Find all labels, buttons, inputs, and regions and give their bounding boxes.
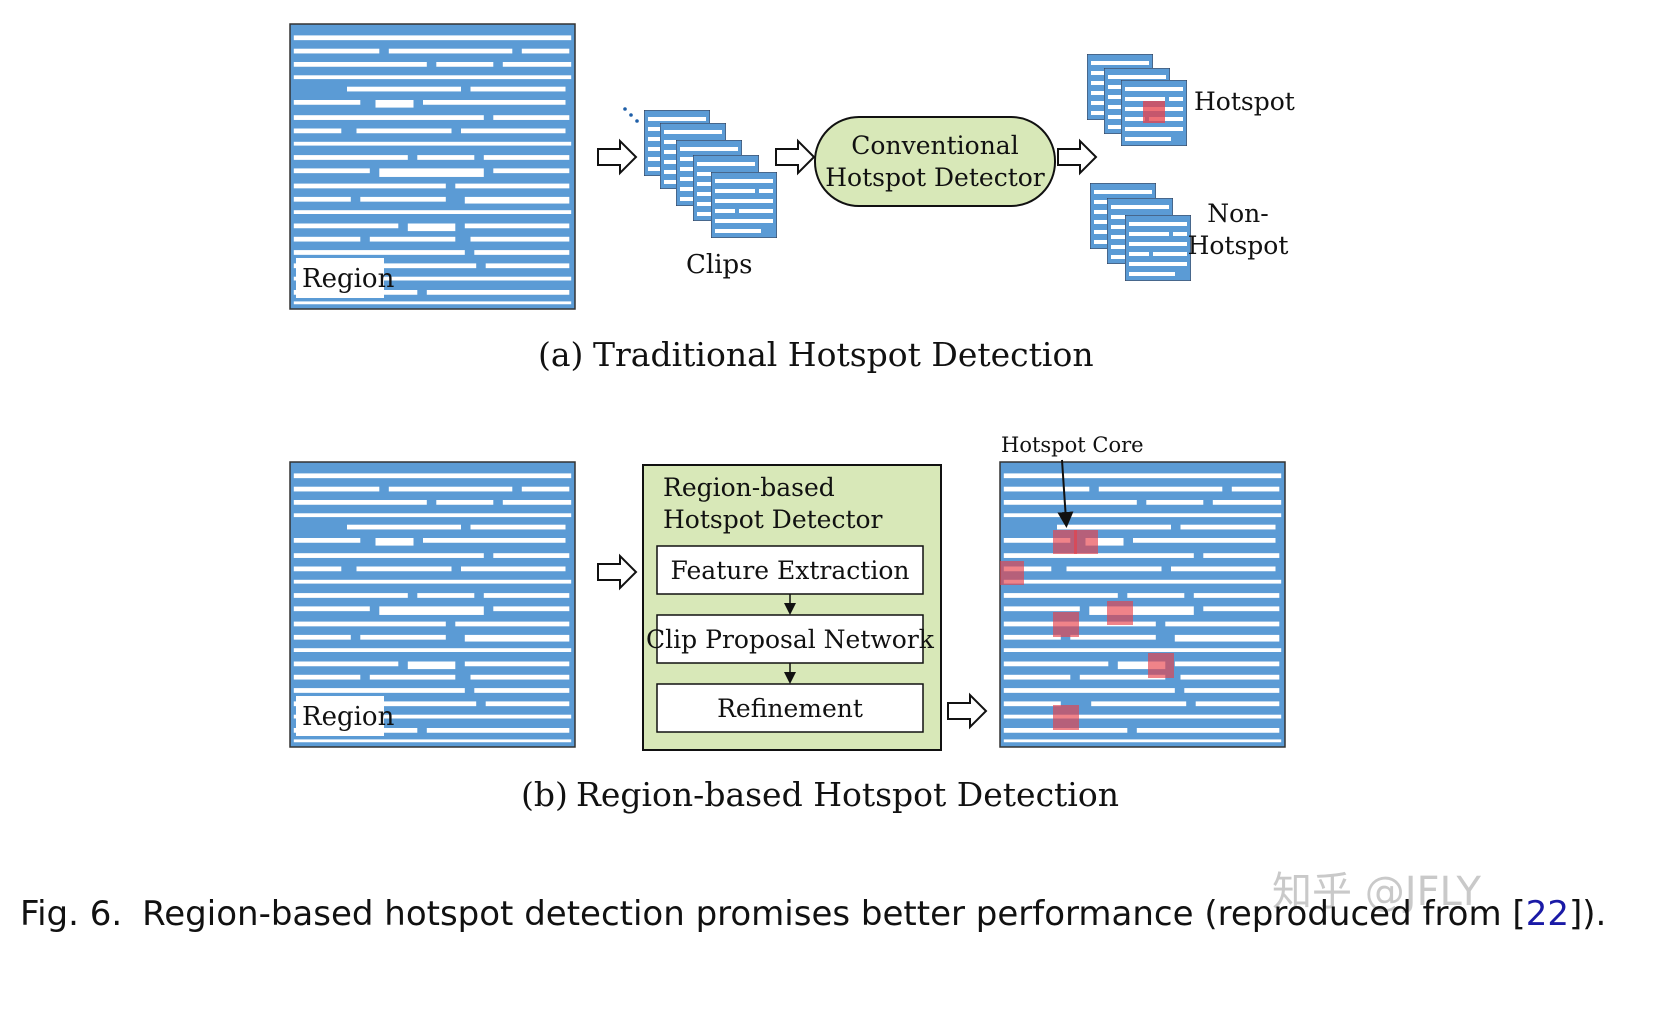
panel-a: Region Clips Conventional Hotspot Detect… (289, 23, 1295, 374)
hotspot-core-marker (1074, 530, 1098, 554)
region-based-detector: Region-based Hotspot Detector Feature Ex… (642, 464, 942, 751)
hotspot-core-marker (1148, 653, 1174, 678)
region-layout-b: Region (289, 461, 576, 748)
caption-a-tag: (a) (538, 335, 583, 374)
output-layout: Hotspot Core (999, 433, 1286, 748)
clips-stack: Clips (623, 107, 777, 280)
hotspot-core-label: Hotspot Core (1001, 433, 1144, 457)
detector-label-line2: Hotspot Detector (825, 163, 1045, 192)
region-label-a: Region (302, 264, 395, 294)
figure-caption-suffix: ]). (1569, 894, 1606, 934)
detector-label-line1: Conventional (851, 131, 1018, 160)
stage-feature-extraction: Feature Extraction (656, 545, 924, 595)
hotspot-core-pointer (1057, 459, 1074, 528)
hotspot-clips: Hotspot (1087, 54, 1295, 146)
stage-label-0: Feature Extraction (671, 556, 910, 585)
hotspot-label: Hotspot (1194, 87, 1295, 116)
caption-b-tag: (b) (521, 775, 568, 814)
stage-clip-proposal-network: Clip Proposal Network (646, 614, 935, 664)
caption-b: (b) Region-based Hotspot Detection (521, 775, 1119, 814)
clips-label: Clips (686, 250, 753, 280)
stage-refinement: Refinement (656, 683, 924, 733)
hotspot-core-markers (1000, 530, 1174, 730)
stage-label-2: Refinement (717, 694, 863, 723)
arrow-region-to-clips (597, 140, 637, 174)
region-label-b: Region (302, 702, 395, 732)
hotspot-core-marker (1000, 561, 1024, 585)
nonhotspot-label-line2: Hotspot (1188, 231, 1289, 260)
ellipsis-dots (623, 107, 639, 123)
arrow-clips-to-detector (775, 140, 815, 174)
arrow-detector-to-results (1057, 140, 1097, 174)
panel-b: Region Region-based Hotspot Detector Fea… (289, 433, 1286, 814)
stage-label-1: Clip Proposal Network (646, 625, 935, 654)
arrow-detector-to-output (947, 694, 987, 728)
figure-caption: Fig. 6. Region-based hotspot detection pr… (20, 894, 1606, 934)
region-layout-a: Region (289, 23, 576, 310)
figure-caption-ref-link[interactable]: 22 (1526, 894, 1569, 934)
detector-title-line1: Region-based (663, 473, 835, 502)
figure-caption-prefix: Fig. 6. (20, 894, 122, 934)
watermark: 知乎 @JFLY (1272, 869, 1481, 915)
hotspot-core-marker (1107, 601, 1133, 625)
figure-caption-text: Region-based hotspot detection promises … (142, 894, 1526, 934)
caption-a: (a) Traditional Hotspot Detection (538, 335, 1094, 374)
nonhotspot-label-line1: Non- (1207, 199, 1268, 228)
hotspot-core-marker (1053, 530, 1077, 554)
arrow-region-to-detector (597, 555, 637, 589)
nonhotspot-clips: Non- Hotspot (1090, 183, 1288, 281)
detector-title-line2: Hotspot Detector (663, 505, 883, 534)
conventional-detector: Conventional Hotspot Detector (814, 116, 1056, 207)
caption-b-text: Region-based Hotspot Detection (576, 775, 1119, 814)
caption-a-text: Traditional Hotspot Detection (593, 335, 1094, 374)
hotspot-core-marker (1053, 705, 1079, 730)
hotspot-marker (1143, 101, 1165, 123)
hotspot-core-marker (1053, 612, 1079, 637)
